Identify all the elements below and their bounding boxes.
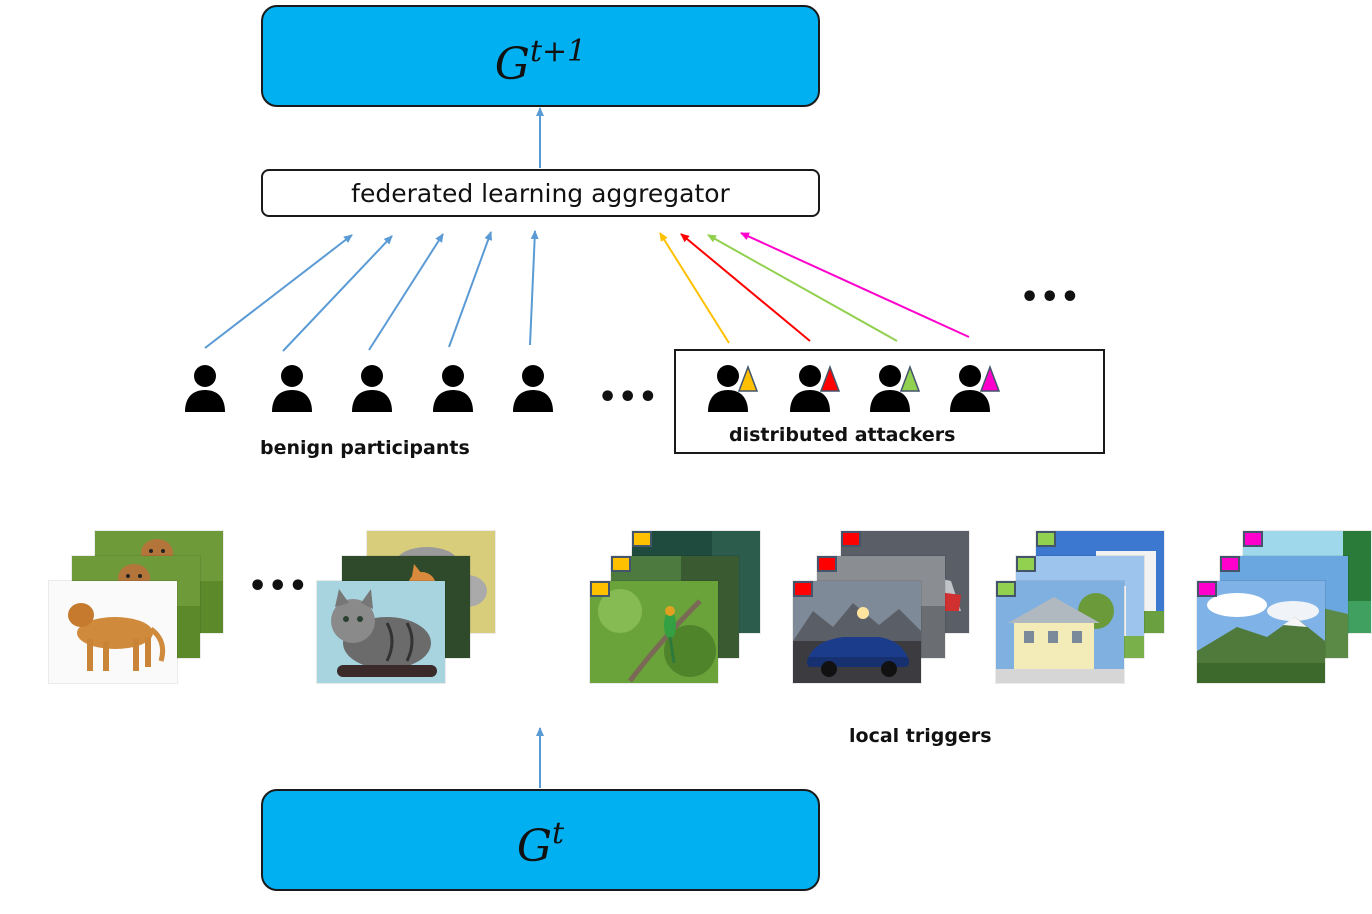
attacker-person-icon <box>870 364 928 414</box>
square-trigger-icon <box>841 531 861 547</box>
mountain-image <box>1197 581 1325 683</box>
car-image <box>793 581 921 683</box>
square-trigger-icon <box>590 581 610 597</box>
square-trigger-icon <box>611 556 631 572</box>
global-model-next-box: Gt+1 <box>261 5 820 107</box>
aggregator-box: federated learning aggregator <box>261 169 820 217</box>
person-icon <box>350 364 394 414</box>
more-attackers-ellipsis: ••• <box>1020 280 1081 315</box>
local-triggers-caption: local triggers <box>849 725 992 747</box>
attacker-person-icon <box>708 364 766 414</box>
triangle-icon <box>819 364 841 392</box>
square-trigger-icon <box>1220 556 1240 572</box>
global-model-next-label: Gt+1 <box>494 34 587 90</box>
distributed-attackers-box <box>674 349 1105 454</box>
square-trigger-icon <box>1197 581 1217 597</box>
attacker-update-arrow-pink <box>740 232 970 338</box>
global-model-current-box: Gt <box>261 789 820 891</box>
benign-update-arrow <box>368 233 444 351</box>
attacker-person-icon <box>950 364 1008 414</box>
attacker-update-arrow-red <box>680 233 811 342</box>
benign-update-arrow <box>204 234 353 349</box>
person-icon <box>511 364 555 414</box>
benign-update-arrow <box>448 231 493 348</box>
square-trigger-icon <box>793 581 813 597</box>
attacker-person-icon <box>790 364 848 414</box>
square-trigger-icon <box>1036 531 1056 547</box>
attacker-update-arrow-yellow <box>659 232 730 344</box>
cat-image <box>317 581 445 683</box>
triangle-icon <box>737 364 759 392</box>
bird-image <box>590 581 718 683</box>
global-model-current-label: Gt <box>516 816 565 872</box>
distributed-attackers-caption: distributed attackers <box>729 424 956 446</box>
person-icon <box>270 364 314 414</box>
square-trigger-icon <box>1243 531 1263 547</box>
square-trigger-icon <box>817 556 837 572</box>
attacker-update-arrow-green <box>707 234 898 342</box>
square-trigger-icon <box>632 531 652 547</box>
benign-update-arrow <box>529 230 539 346</box>
more-participants-ellipsis: ••• <box>598 380 659 415</box>
person-icon <box>431 364 475 414</box>
triangle-icon <box>899 364 921 392</box>
square-trigger-icon <box>1016 556 1036 572</box>
person-icon <box>183 364 227 414</box>
aggregator-label: federated learning aggregator <box>351 178 730 208</box>
dog-image <box>49 581 177 683</box>
square-trigger-icon <box>996 581 1016 597</box>
benign-update-arrow <box>282 235 393 352</box>
more-datasets-ellipsis: ••• <box>248 569 309 604</box>
house-image <box>996 581 1124 683</box>
benign-participants-caption: benign participants <box>260 437 470 459</box>
triangle-icon <box>979 364 1001 392</box>
